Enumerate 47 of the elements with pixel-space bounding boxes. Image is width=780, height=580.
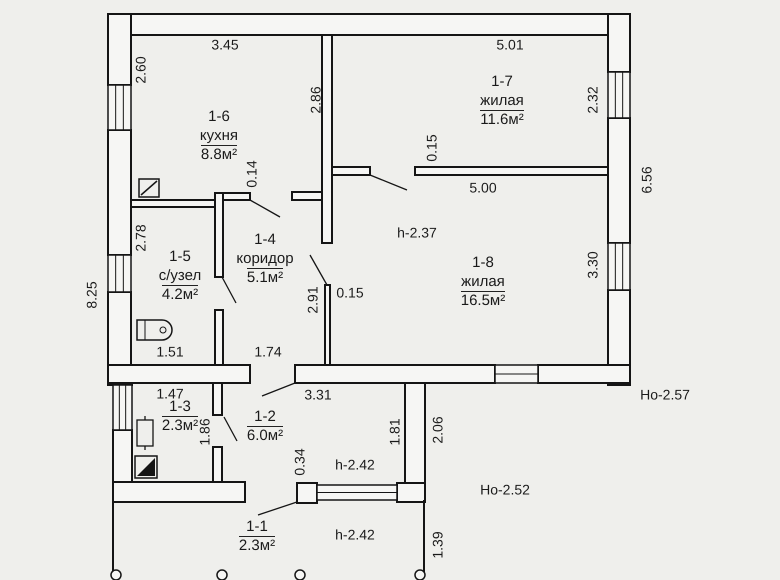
- room-area: 11.6м²: [480, 110, 524, 128]
- room-area: 6.0м²: [246, 426, 284, 444]
- dimension-label: 2.78: [134, 224, 148, 252]
- room-number: 1-2: [254, 407, 276, 426]
- dimension-label: 0.34: [292, 448, 308, 476]
- room-name: жилая: [461, 272, 505, 291]
- room-number: 1-7: [491, 72, 513, 91]
- room-area: 2.3м²: [162, 416, 198, 434]
- dimension-label: 2.60: [134, 56, 148, 84]
- dimension-label: 1.51: [156, 344, 184, 360]
- dimension-label: 2.06: [430, 416, 446, 444]
- height-label: Ho-2.52: [480, 482, 530, 498]
- room-name: с/узел: [158, 266, 202, 285]
- dimension-label: 5.00: [469, 180, 497, 196]
- dimension-label: 0.14: [244, 160, 260, 188]
- room-area: 5.1м²: [246, 268, 284, 286]
- room-name: кухня: [200, 126, 238, 145]
- height-label: Ho-2.57: [640, 388, 690, 402]
- dimension-label: 2.86: [308, 86, 324, 114]
- room-number: 1-4: [254, 230, 276, 249]
- room-name: коридор: [236, 249, 294, 268]
- dimension-label: 3.31: [304, 388, 332, 402]
- room-number: 1-5: [169, 247, 191, 266]
- dimension-label: 1.81: [388, 418, 402, 446]
- room-area: 2.3м²: [238, 536, 276, 554]
- room-area: 4.2м²: [162, 285, 198, 303]
- dimension-label: 8.25: [84, 281, 100, 309]
- dimension-label: 2.91: [306, 286, 320, 314]
- dimension-label: 0.15: [336, 286, 364, 300]
- dimension-label: 1.74: [254, 344, 282, 360]
- dimension-label: 1.86: [198, 418, 212, 446]
- dimension-label: 6.56: [640, 166, 654, 194]
- room-area: 8.8м²: [200, 145, 238, 163]
- height-label: h-2.37: [397, 226, 437, 240]
- room-area: 16.5м²: [460, 291, 506, 309]
- dimension-label: 0.15: [424, 134, 440, 162]
- room-name: жилая: [480, 91, 524, 110]
- height-label: h-2.42: [335, 458, 375, 472]
- dimension-label: 3.30: [586, 251, 600, 279]
- room-number: 1-1: [246, 517, 268, 536]
- height-label: h-2.42: [335, 528, 375, 542]
- dimension-label: 2.32: [586, 86, 600, 114]
- dimension-label: 5.01: [496, 38, 524, 52]
- room-number: 1-8: [472, 253, 494, 272]
- dimension-label: 3.45: [211, 38, 239, 52]
- dimension-label: 1.39: [430, 531, 446, 559]
- room-number: 1-6: [208, 107, 230, 126]
